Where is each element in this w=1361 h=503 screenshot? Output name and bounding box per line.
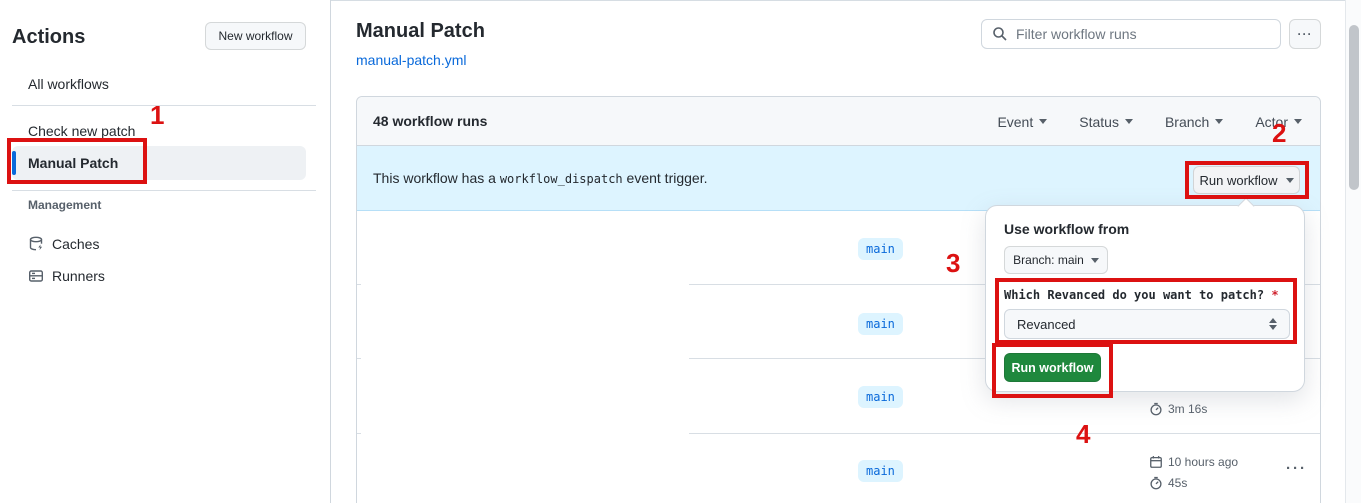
workflow-run-row[interactable]: main xyxy=(357,284,1320,358)
redacted-run-details-area xyxy=(361,211,689,503)
calendar-icon xyxy=(1150,456,1162,468)
filter-label: Event xyxy=(997,113,1034,130)
actor-filter-dropdown[interactable]: Actor xyxy=(1255,114,1302,130)
run-workflow-dropdown-button[interactable]: Run workflow xyxy=(1193,166,1300,194)
chevron-down-icon xyxy=(1090,257,1099,263)
runners-server-icon xyxy=(29,270,44,282)
page-scrollbar-track[interactable] xyxy=(1345,0,1361,503)
sidebar-item-caches[interactable]: Caches xyxy=(12,228,306,260)
branch-selector-label: Branch: main xyxy=(1013,253,1084,267)
chevron-down-icon xyxy=(1294,119,1302,124)
search-icon xyxy=(993,27,1007,41)
runs-card-header: 48 workflow runs Event Status Branch Act… xyxy=(357,97,1320,146)
workflow-dispatch-code: workflow_dispatch xyxy=(499,172,623,186)
sidebar-title: Actions xyxy=(12,26,86,48)
filter-label: Branch xyxy=(1164,113,1210,130)
sidebar-item-runners[interactable]: Runners xyxy=(12,260,306,292)
chevron-down-icon xyxy=(1039,119,1048,124)
cache-database-icon xyxy=(29,236,43,251)
revanced-select[interactable]: Revanced xyxy=(1004,309,1290,339)
sidebar-item-label: Runners xyxy=(52,268,105,284)
filter-runs-searchbox[interactable] xyxy=(981,19,1281,49)
sidebar-item-all-workflows[interactable]: All workflows xyxy=(12,68,306,100)
chevron-down-icon xyxy=(1124,119,1133,124)
run-workflow-button-label: Run workflow xyxy=(1199,172,1278,188)
workflow-runs-list: main main main 3m 16s main xyxy=(357,211,1320,503)
workflow-input-label: Which Revanced do you want to patch? * xyxy=(1004,288,1279,302)
workflow-run-row[interactable]: main 10 hours ago xyxy=(357,433,1320,503)
actions-sidebar: Actions New workflow All workflows Check… xyxy=(0,0,330,503)
branch-badge[interactable]: main xyxy=(858,460,903,482)
run-duration: 45s xyxy=(1149,476,1187,490)
sidebar-item-label: Check new patch xyxy=(28,123,136,139)
duration-text: 45s xyxy=(1168,476,1188,490)
branch-selector-button[interactable]: Branch: main xyxy=(1004,246,1108,274)
select-updown-icon xyxy=(1269,318,1277,330)
input-label-text: Which Revanced do you want to patch? xyxy=(1004,288,1265,302)
branch-badge[interactable]: main xyxy=(858,313,903,335)
run-options-kebab-button[interactable]: ··· xyxy=(1286,460,1307,477)
management-section-label: Management xyxy=(28,198,102,212)
filter-label: Actor xyxy=(1255,113,1288,130)
workflow-run-row[interactable]: main 3m 16s xyxy=(357,358,1320,433)
banner-text-after: event trigger. xyxy=(622,170,708,186)
runs-filter-bar: Event Status Branch Actor xyxy=(997,97,1302,146)
stopwatch-icon xyxy=(1150,402,1162,416)
workflow-run-row[interactable]: main xyxy=(357,211,1320,284)
stopwatch-icon xyxy=(1150,476,1162,490)
banner-text-before: This workflow has a xyxy=(373,170,500,186)
chevron-down-icon xyxy=(1285,177,1294,183)
sidebar-item-label: Manual Patch xyxy=(28,155,119,171)
branch-badge[interactable]: main xyxy=(858,386,903,408)
chevron-down-icon xyxy=(1215,119,1224,124)
workflow-runs-card: 48 workflow runs Event Status Branch Act… xyxy=(356,96,1321,503)
new-workflow-button[interactable]: New workflow xyxy=(205,22,306,50)
sidebar-item-label: Caches xyxy=(52,236,100,252)
sidebar-divider xyxy=(12,190,316,191)
filter-runs-input[interactable] xyxy=(1016,26,1270,42)
sidebar-item-manual-patch[interactable]: Manual Patch xyxy=(12,146,306,180)
selected-item-accent-bar xyxy=(12,151,16,175)
workflow-file-link[interactable]: manual-patch.yml xyxy=(356,52,467,68)
top-hairline xyxy=(0,0,1361,1)
run-workflow-popover: Use workflow from Branch: main Which Rev… xyxy=(985,205,1305,392)
filter-label: Status xyxy=(1079,113,1119,130)
duration-text: 3m 16s xyxy=(1168,402,1208,416)
banner-text: This workflow has a workflow_dispatch ev… xyxy=(373,170,707,186)
workflow-options-kebab-button[interactable]: ··· xyxy=(1289,19,1321,49)
sidebar-main-divider xyxy=(330,0,331,503)
sidebar-item-check-new-patch[interactable]: Check new patch xyxy=(12,115,306,147)
page-scrollbar-thumb[interactable] xyxy=(1349,25,1359,190)
status-filter-dropdown[interactable]: Status xyxy=(1079,114,1133,130)
popover-heading: Use workflow from xyxy=(1004,221,1130,237)
run-duration: 3m 16s xyxy=(1149,402,1207,416)
event-filter-dropdown[interactable]: Event xyxy=(997,113,1048,130)
branch-badge[interactable]: main xyxy=(858,238,903,260)
select-value: Revanced xyxy=(1017,316,1076,332)
required-asterisk: * xyxy=(1271,288,1279,302)
run-date: 10 hours ago xyxy=(1149,455,1238,469)
sidebar-divider xyxy=(12,105,316,106)
run-workflow-submit-button[interactable]: Run workflow xyxy=(1004,353,1101,382)
page-title: Manual Patch xyxy=(356,20,485,42)
sidebar-item-label: All workflows xyxy=(28,76,109,92)
date-text: 10 hours ago xyxy=(1168,455,1239,469)
workflow-runs-count: 48 workflow runs xyxy=(373,113,488,129)
branch-filter-dropdown[interactable]: Branch xyxy=(1164,113,1224,130)
workflow-dispatch-banner: This workflow has a workflow_dispatch ev… xyxy=(357,146,1320,211)
